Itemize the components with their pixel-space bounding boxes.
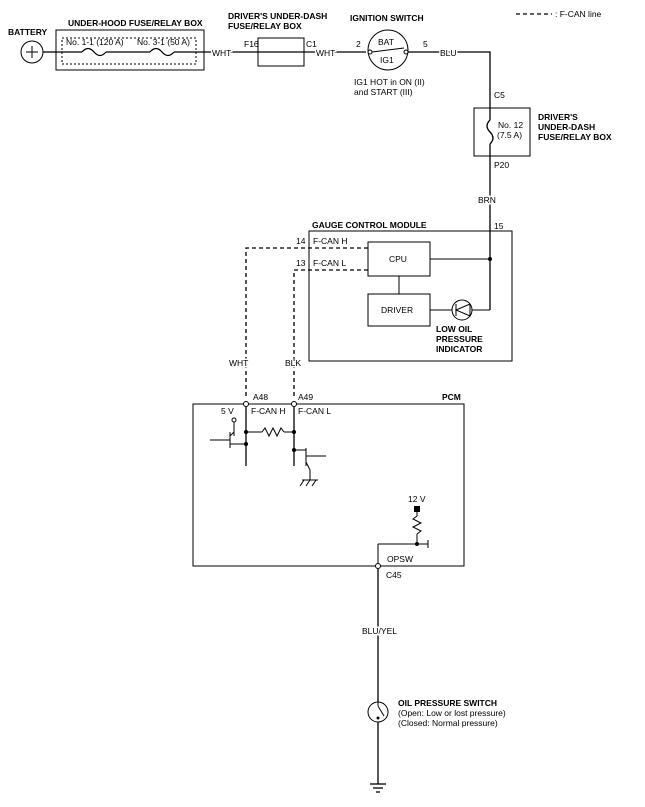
dash-box2-pin-c5: C5	[494, 90, 505, 100]
dash-fuse-box-2: C5 No. 12 (7.5 A) DRIVER'S UNDER-DASH FU…	[473, 90, 612, 170]
underhood-box-title: UNDER-HOOD FUSE/RELAY BOX	[68, 18, 203, 28]
legend: : F-CAN line	[516, 9, 602, 19]
ignition-bat-label: BAT	[378, 37, 394, 47]
chassis-ground-icon	[370, 783, 386, 793]
gcm-can-l-label: F-CAN L	[313, 258, 346, 268]
fuse-3-1-label: No. 3-1 (50 A)	[137, 37, 190, 47]
wire-label-wht-2: WHT	[316, 48, 335, 58]
ignition-note-line2: and START (III)	[354, 87, 413, 97]
gcm-cpu-block	[367, 241, 431, 277]
dash-box2-frame	[473, 107, 531, 157]
dash-box2-pin-p20: P20	[494, 160, 509, 170]
oil-switch-label-line1: OIL PRESSURE SWITCH	[398, 698, 497, 708]
gcm-indicator-line3: INDICATOR	[436, 344, 482, 354]
wire-label-blu-yel: BLU/YEL	[362, 626, 397, 636]
fuse-no12-label-line1: No. 12	[498, 120, 523, 130]
pcm-frame	[192, 403, 465, 567]
pcm-12v-label: 12 V	[408, 494, 426, 504]
ignition-title: IGNITION SWITCH	[350, 13, 424, 23]
gcm-title: GAUGE CONTROL MODULE	[312, 220, 427, 230]
dash-box2-title-line3: FUSE/RELAY BOX	[538, 132, 612, 142]
wire-label-blu: BLU	[440, 48, 457, 58]
battery: BATTERY	[8, 27, 56, 64]
underhood-box-frame	[55, 29, 205, 71]
fuse-no12-label-line2: (7.5 A)	[497, 130, 522, 140]
wire-label-brn: BRN	[478, 195, 496, 205]
gcm-cpu-label: CPU	[389, 254, 407, 264]
gcm-pin-13: 13	[296, 258, 306, 268]
oil-pressure-switch: OIL PRESSURE SWITCH (Open: Low or lost p…	[367, 698, 506, 793]
pcm-can-h-label: F-CAN H	[251, 406, 285, 416]
wire-label-wht-1: WHT	[212, 48, 231, 58]
dash-box1-title-line1: DRIVER'S UNDER-DASH	[228, 11, 327, 21]
pcm-pin-a48: A48	[253, 392, 268, 402]
fuse-no12-icon	[486, 119, 494, 145]
ignition-switch: IGNITION SWITCH 2 5 BAT IG1 IG1 HOT in O…	[350, 13, 428, 97]
dash-box1-pin-f16: F16	[244, 39, 259, 49]
dash-box2-title-line1: DRIVER'S	[538, 112, 578, 122]
fuse-3-1-icon	[149, 47, 175, 57]
pcm-pin-c45: C45	[386, 570, 402, 580]
wire-label-wht-3: WHT	[229, 358, 248, 368]
gcm-can-h-label: F-CAN H	[313, 236, 347, 246]
pcm-opsw-label: OPSW	[387, 554, 413, 564]
gcm-driver-block	[367, 293, 431, 327]
ignition-note-line1: IG1 HOT in ON (II)	[354, 77, 425, 87]
pcm-termination-resistor-icon	[261, 426, 285, 438]
ignition-pin-2: 2	[356, 39, 361, 49]
pcm-12v-terminal-icon	[414, 506, 420, 512]
gcm-indicator-line1: LOW OIL	[436, 324, 472, 334]
ignition-switch-icon	[367, 29, 409, 71]
gcm-driver-label: DRIVER	[381, 305, 413, 315]
dash-box1-title-line2: FUSE/RELAY BOX	[228, 21, 302, 31]
f-can-l-line	[293, 269, 368, 398]
gcm-frame	[308, 230, 513, 362]
pcm-pin-a49: A49	[298, 392, 313, 402]
oil-switch-label-line2: (Open: Low or lost pressure)	[398, 708, 506, 718]
battery-label: BATTERY	[8, 27, 48, 37]
gcm-pin-15: 15	[494, 221, 504, 231]
fuse-1-1-label: No. 1-1 (120 A)	[66, 37, 124, 47]
f-can-h-line	[245, 247, 368, 398]
gcm-indicator-line2: PRESSURE	[436, 334, 483, 344]
wire-label-blk: BLK	[285, 358, 301, 368]
pcm: PCM A48 A49 F-CAN H F-CAN L 5 V	[192, 392, 465, 580]
wire-blu	[408, 51, 491, 108]
fuse-1-1-icon	[81, 47, 107, 57]
legend-label: : F-CAN line	[555, 9, 602, 19]
pcm-pullup-resistor-icon	[411, 515, 423, 535]
oil-switch-label-line3: (Closed: Normal pressure)	[398, 718, 498, 728]
dash-box1-pin-c1: C1	[306, 39, 317, 49]
gcm-pin-14: 14	[296, 236, 306, 246]
ignition-ig1-label: IG1	[380, 55, 394, 65]
pcm-5v-label: 5 V	[221, 406, 234, 416]
gauge-control-module: GAUGE CONTROL MODULE 15 14 13 F-CAN H F-…	[296, 220, 513, 362]
dash-box2-title-line2: UNDER-DASH	[538, 122, 595, 132]
pcm-title: PCM	[442, 392, 461, 402]
underhood-fuse-relay-box: UNDER-HOOD FUSE/RELAY BOX No. 1-1 (120 A…	[55, 18, 205, 71]
pcm-can-l-label: F-CAN L	[298, 406, 331, 416]
ignition-pin-5: 5	[423, 39, 428, 49]
dash-fuse-box-1: DRIVER'S UNDER-DASH FUSE/RELAY BOX F16 C…	[228, 11, 327, 67]
